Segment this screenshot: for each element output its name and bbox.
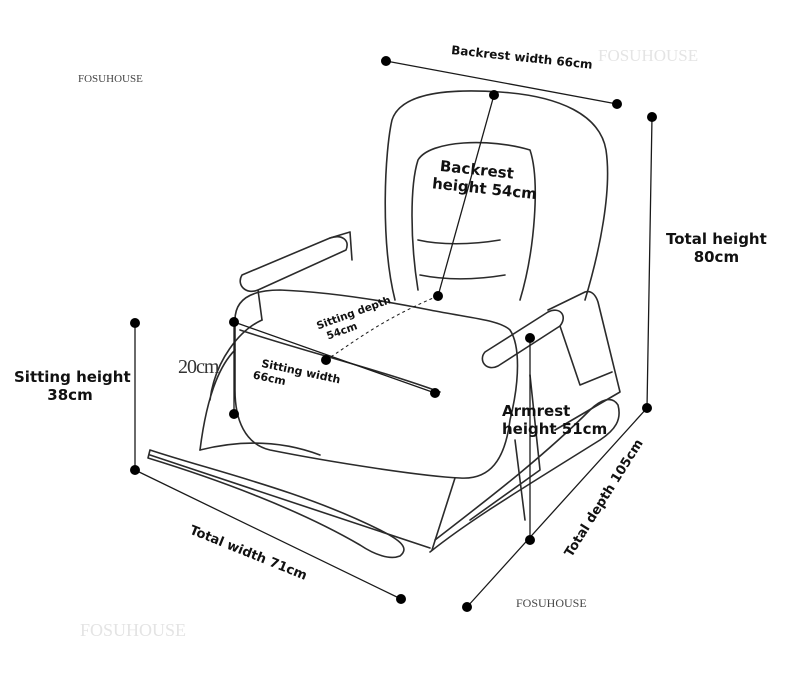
point-backrest-top bbox=[489, 90, 499, 100]
point-seat-center bbox=[321, 355, 331, 365]
total-width-line bbox=[134, 469, 402, 600]
seat-front-edge bbox=[239, 329, 441, 393]
point-backrest-width-left bbox=[381, 56, 391, 66]
label-sitting-height-line1: Sitting height bbox=[14, 368, 131, 386]
sitting-width-line bbox=[233, 321, 436, 394]
frame-vertical-right bbox=[431, 439, 526, 551]
rocker-rail-left bbox=[147, 449, 405, 559]
total-height-line bbox=[646, 116, 653, 409]
backrest-height-line bbox=[437, 94, 495, 297]
watermark-top-left: FOSUHOUSE bbox=[78, 73, 143, 85]
point-sitting-height-top bbox=[130, 318, 140, 328]
left-armrest-frame bbox=[257, 231, 353, 321]
point-armrest-bottom bbox=[525, 535, 535, 545]
label-sitting-height-line2: 38cm bbox=[47, 386, 93, 404]
label-armrest-height-line2: height 51cm bbox=[502, 420, 608, 438]
backrest-width-line bbox=[385, 60, 618, 105]
point-armrest-top bbox=[525, 333, 535, 343]
label-total-height: Total height 80cm bbox=[666, 230, 767, 266]
point-backrest-bottom bbox=[433, 291, 443, 301]
point-total-height-bottom bbox=[642, 403, 652, 413]
rocker-rail-right bbox=[429, 398, 620, 553]
left-armrest-pad bbox=[239, 235, 348, 293]
point-backrest-width-right bbox=[612, 99, 622, 109]
point-total-depth-front bbox=[462, 602, 472, 612]
point-total-height-top bbox=[647, 112, 657, 122]
right-frame bbox=[547, 290, 621, 431]
label-armrest-height-line1: Armrest bbox=[502, 402, 571, 420]
sitting-depth-line bbox=[325, 295, 439, 361]
backrest-seam bbox=[417, 239, 501, 245]
backrest-inner-cushion bbox=[411, 141, 536, 301]
label-sitting-height: Sitting height 38cm bbox=[14, 368, 131, 404]
seat-cushion bbox=[234, 289, 519, 479]
backrest-outline bbox=[384, 90, 609, 301]
label-armrest-height: Armrest height 51cm bbox=[502, 402, 607, 438]
rocker-rail-base bbox=[149, 442, 431, 549]
right-frame-lower bbox=[469, 374, 541, 521]
point-total-width-end bbox=[396, 594, 406, 604]
point-sitting-height-bottom bbox=[130, 465, 140, 475]
right-armrest-pad bbox=[481, 309, 564, 369]
watermark-bottom-left: FOSUHOUSE bbox=[80, 620, 187, 640]
label-total-height-line1: Total height bbox=[666, 230, 767, 248]
point-seat-left bbox=[229, 317, 239, 327]
total-depth-line bbox=[466, 407, 648, 608]
watermark-bottom-center: FOSUHOUSE bbox=[516, 596, 587, 610]
label-cushion-thickness: 20cm bbox=[178, 356, 219, 378]
left-frame bbox=[199, 319, 263, 451]
watermark-top-right: FOSUHOUSE bbox=[598, 46, 699, 65]
backrest-seam-lower bbox=[419, 274, 506, 280]
point-cushion-bottom bbox=[229, 409, 239, 419]
point-seat-right bbox=[430, 388, 440, 398]
label-total-height-line2: 80cm bbox=[693, 248, 740, 266]
